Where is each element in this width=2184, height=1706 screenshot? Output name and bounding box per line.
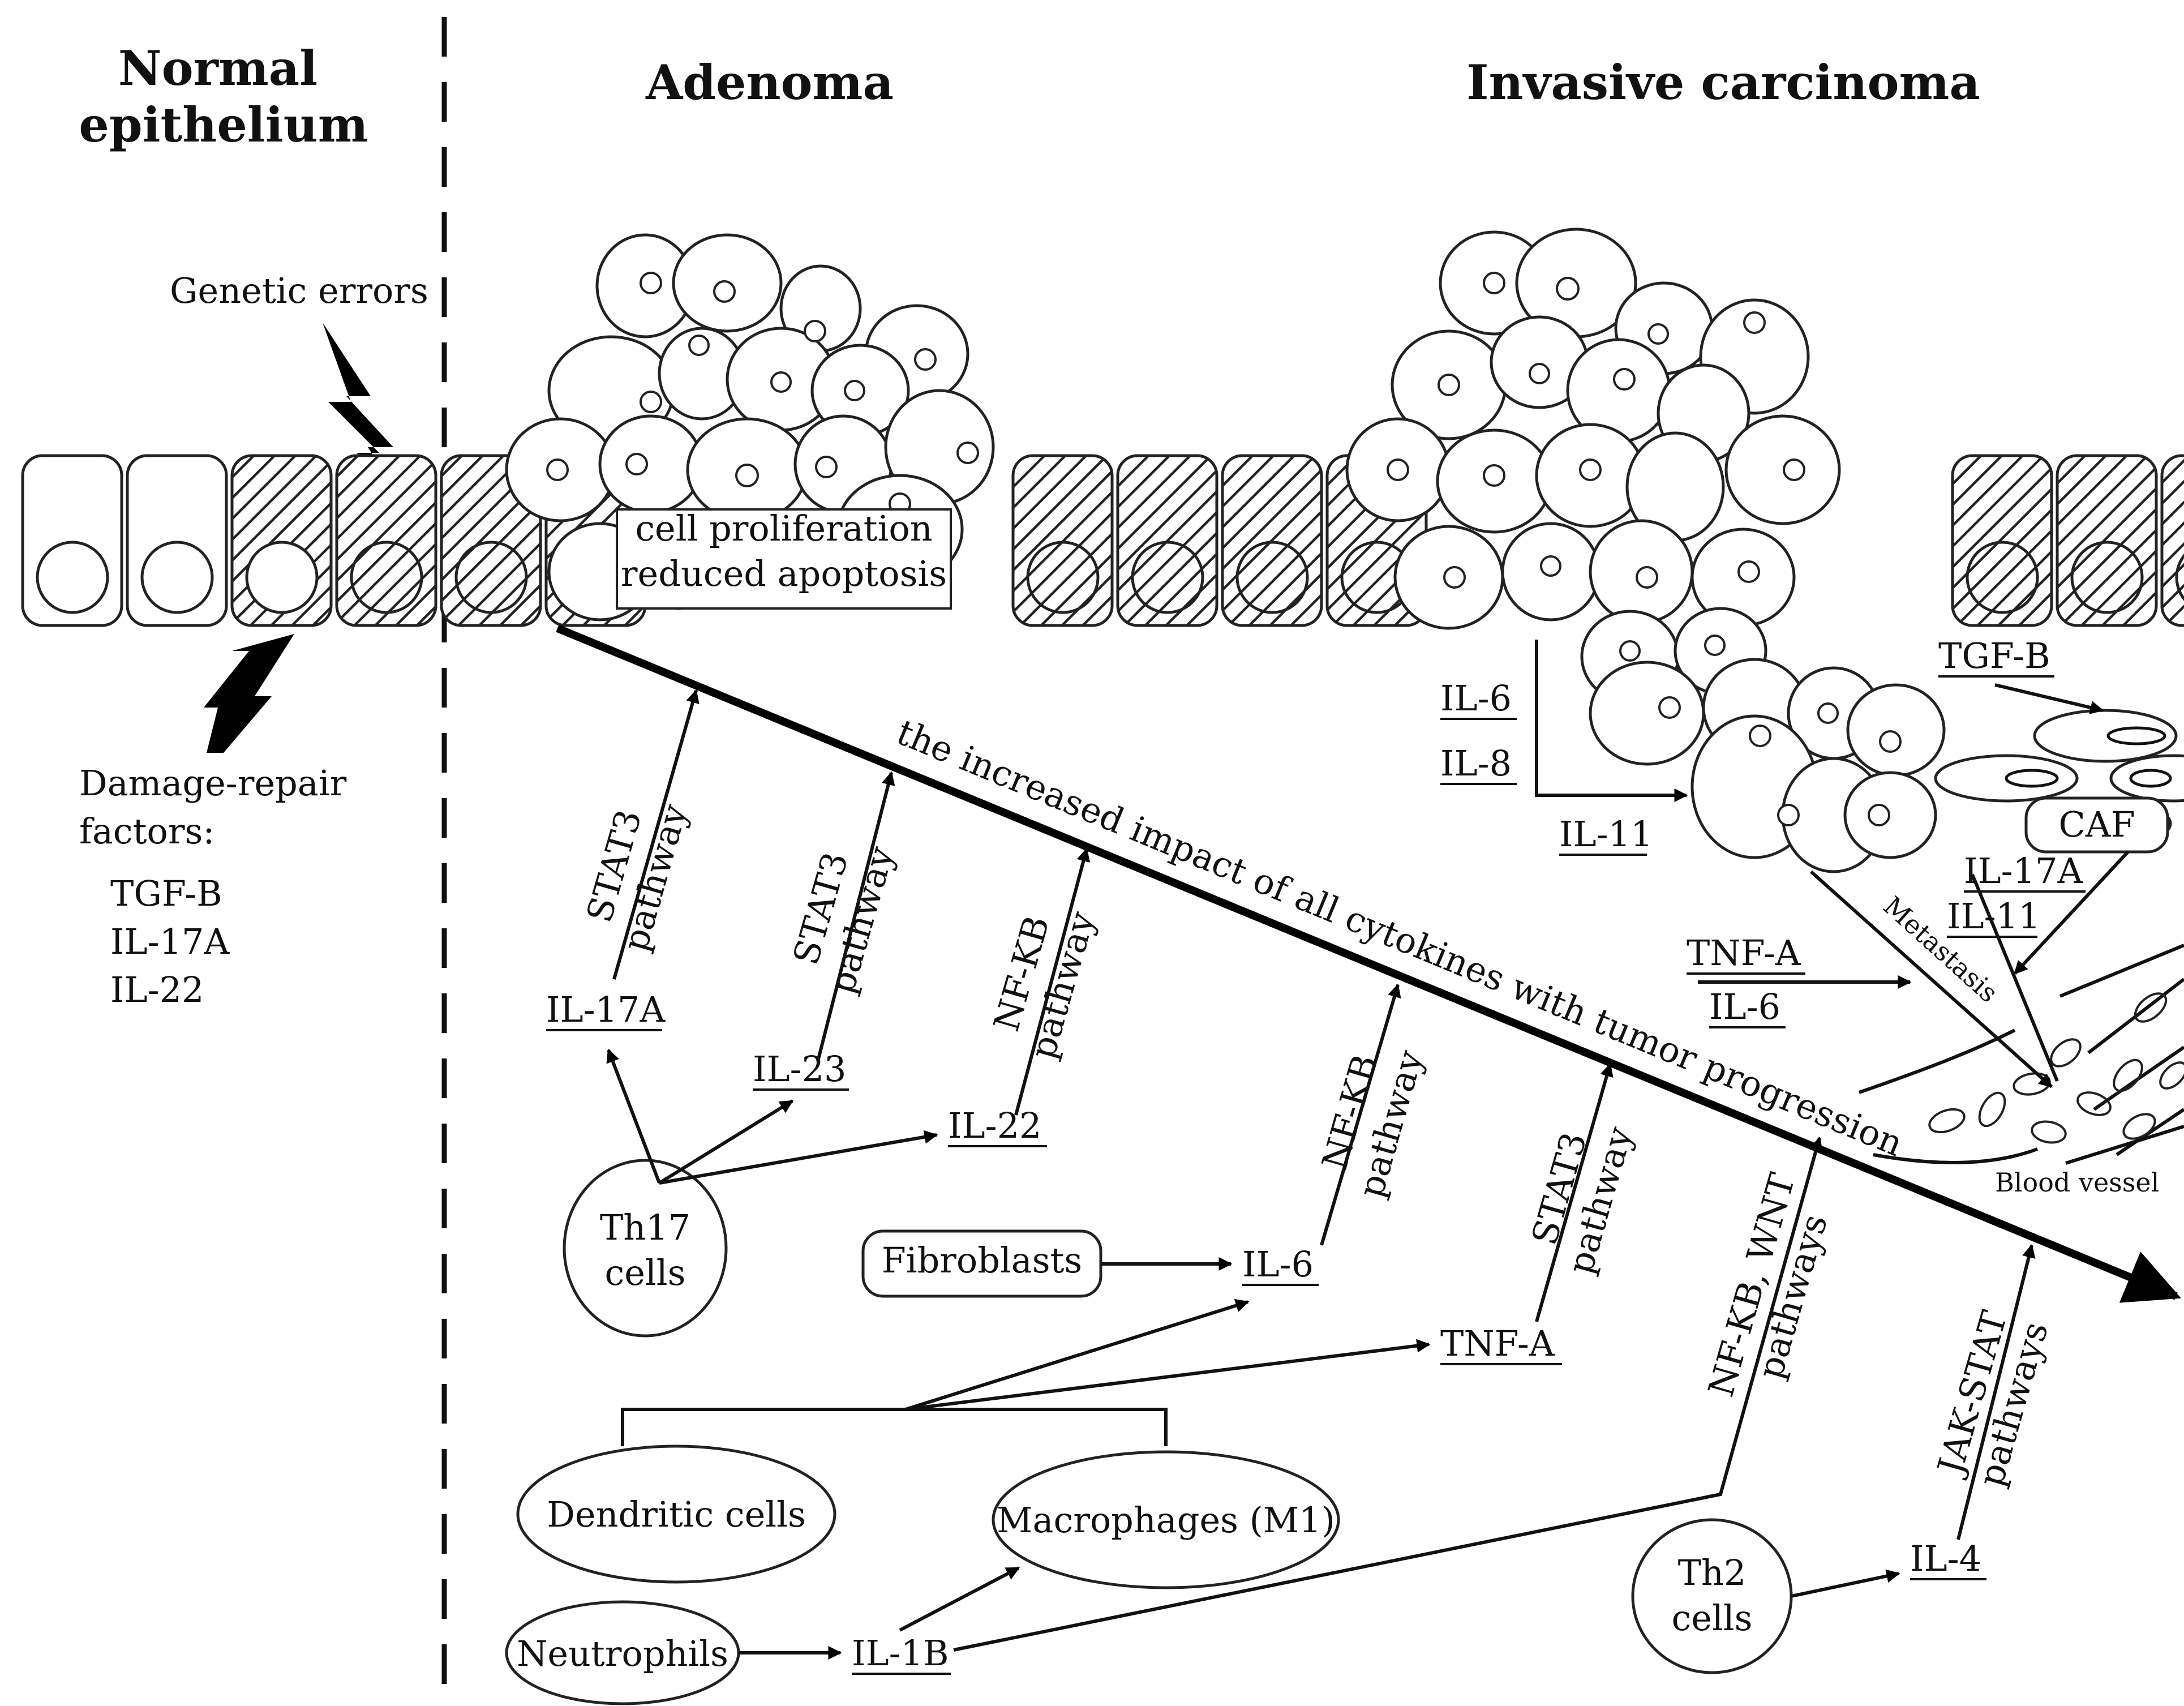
svg-text:IL-4: IL-4 (1910, 1538, 1981, 1579)
svg-text:TNF-A: TNF-A (1687, 932, 1801, 974)
th2-cells-node (1631, 1518, 1793, 1674)
adenoma-effect-line-2: reduced apoptosis (621, 553, 947, 594)
pathway-stat3-2: STAT3 pathway (785, 842, 902, 998)
dendritic-cells-node (516, 1444, 836, 1584)
svg-text:factors:: factors: (79, 811, 214, 852)
il-23: IL-23 (753, 1048, 849, 1091)
epithelium-row (21, 454, 2184, 627)
th2-cells-label-2: cells (1672, 1597, 1753, 1639)
adenoma-effect-line-1: cell proliferation (635, 508, 932, 549)
tnf-a-adenoma: TNF-A (1440, 1323, 1562, 1365)
svg-text:IL-22: IL-22 (948, 1105, 1042, 1146)
il-6-adenoma: IL-6 (1242, 1244, 1319, 1286)
adenoma-cell-mass (505, 233, 995, 621)
progression-arrow (556, 624, 2182, 1303)
th17-cells-label-1: Th17 (600, 1207, 690, 1248)
mutated-cell-nucleus (454, 541, 528, 614)
il-4: IL-4 (1910, 1538, 1986, 1580)
header-invasive-carcinoma: Invasive carcinoma (1466, 54, 1980, 110)
mutated-cell-nucleus (1026, 541, 1100, 614)
fibroblasts-label: Fibroblasts (882, 1240, 1083, 1281)
svg-text:IL-17A: IL-17A (1964, 850, 2084, 891)
mutated-cell-nucleus (1966, 541, 2039, 614)
svg-text:TNF-A: TNF-A (1440, 1323, 1555, 1364)
immune-cell-bracket (621, 1408, 1168, 1446)
svg-text:IL-11: IL-11 (1559, 813, 1653, 855)
th2-cells-label-1: Th2 (1678, 1552, 1747, 1593)
il-17a-carcinoma: IL-17A (1964, 850, 2086, 893)
svg-text:IL-8: IL-8 (1440, 743, 1512, 784)
svg-text:IL-1B: IL-1B (852, 1632, 949, 1674)
th17-cells-label-2: cells (605, 1252, 686, 1293)
blood-vessel (1859, 944, 2184, 1165)
pathway-nfkb-1: NF-KB pathway (985, 907, 1103, 1063)
il-11-carcinoma: IL-11 (1559, 813, 1653, 856)
il-6-carcinoma: IL-6 (1440, 678, 1517, 720)
damage-repair-factor-list: TGF-B IL-17A IL-22 (110, 873, 230, 1010)
genetic-errors-label: Genetic errors (170, 270, 428, 311)
carcinoma-cell-mass (1345, 228, 1946, 873)
mutated-cell-nucleus (2175, 554, 2184, 601)
il-17a-adenoma: IL-17A (546, 989, 666, 1031)
header-normal-epithelium: Normal epithelium (79, 40, 368, 153)
caf-badge (2024, 796, 2169, 854)
pathway-stat3-1: STAT3 pathway (578, 799, 696, 955)
svg-text:Normal: Normal (118, 40, 317, 96)
macrophages-label: Macrophages (M1) (997, 1499, 1335, 1541)
mutated-cell-nucleus (1131, 541, 1204, 614)
damage-repair-factors-label: Damage-repair factors: (79, 762, 347, 852)
lightning-icon (323, 323, 396, 492)
macrophages-node (992, 1450, 1340, 1589)
lightning-icon (204, 634, 294, 753)
svg-text:IL-6: IL-6 (1709, 986, 1780, 1027)
il-8: IL-8 (1440, 743, 1517, 785)
pathway-nfkb-2: NF-KB pathway (1314, 1045, 1431, 1202)
th17-cells-node (563, 1159, 728, 1338)
svg-text:TGF-B: TGF-B (1938, 635, 2050, 676)
il-1b: IL-1B (852, 1632, 951, 1675)
svg-text:IL-17A: IL-17A (110, 921, 230, 962)
tnf-a-carcinoma: TNF-A (1687, 932, 1805, 975)
svg-text:epithelium: epithelium (79, 97, 368, 153)
svg-text:IL-6: IL-6 (1440, 678, 1512, 719)
svg-text:TGF-B: TGF-B (110, 873, 222, 914)
il-22: IL-22 (948, 1105, 1047, 1147)
mutated-cell-nucleus (2070, 541, 2144, 614)
mutated-cell (2160, 454, 2184, 627)
header-adenoma: Adenoma (645, 54, 894, 110)
caf-label: CAF (2058, 804, 2135, 845)
pathway-nfkb-wnt: NF-KB, WNT pathways (1700, 1169, 1835, 1401)
adenoma-effect-box (616, 508, 952, 610)
svg-text:IL-6: IL-6 (1242, 1244, 1314, 1285)
svg-text:IL-23: IL-23 (753, 1048, 847, 1090)
svg-text:Damage-repair: Damage-repair (79, 762, 347, 804)
mutated-cell-nucleus (1235, 541, 1309, 614)
svg-text:IL-22: IL-22 (110, 969, 204, 1010)
tgf-b-carcinoma: TGF-B (1938, 635, 2054, 678)
blood-vessel-label: Blood vessel (1995, 1167, 2159, 1198)
pathway-stat3-3: STAT3 pathway (1524, 1122, 1641, 1278)
il-6-metastasis: IL-6 (1709, 986, 1786, 1028)
neutrophils-label: Neutrophils (517, 1633, 728, 1674)
dendritic-cells-label: Dendritic cells (547, 1494, 806, 1535)
svg-text:IL-17A: IL-17A (546, 989, 666, 1030)
